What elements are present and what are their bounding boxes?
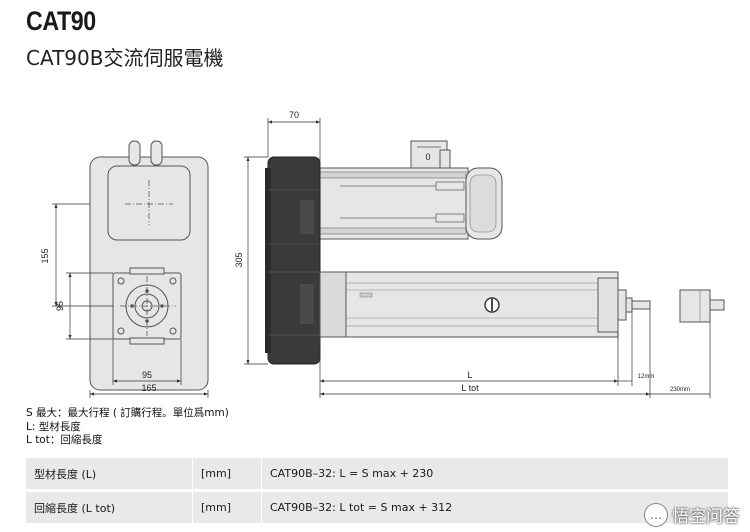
actuator-profile xyxy=(319,271,619,338)
page-title: CAT90 xyxy=(26,6,96,36)
note-line: S 最大：最大行程 ( 訂購行程。單位爲mm) xyxy=(26,407,229,419)
note-line: L tot：回縮長度 xyxy=(26,434,103,446)
dim-L-label: L xyxy=(467,370,472,380)
dim-305-label: 305 xyxy=(234,252,244,267)
dim-70-label: 70 xyxy=(289,110,299,120)
dim-155-label: 155 xyxy=(40,248,50,263)
table-row: 回縮長度 (L tot) [mm] CAT90B–32: L tot = S m… xyxy=(26,492,728,523)
dim-230mm-label: 230mm xyxy=(670,387,690,393)
watermark: … 悟空问答 xyxy=(644,502,740,527)
dim-L-tot-label: L tot xyxy=(461,383,479,393)
spec-unit-cell: [mm] xyxy=(193,458,262,489)
technical-drawing: 155 95 95 165 0 xyxy=(40,110,725,398)
spec-unit-cell: [mm] xyxy=(193,492,262,523)
spec-name-cell: 回縮長度 (L tot) xyxy=(26,492,193,523)
piston-rod xyxy=(631,300,651,310)
dim-95-horizontal-label: 95 xyxy=(142,370,152,380)
page-subtitle: CAT90B交流伺服電機 xyxy=(26,46,224,70)
notes-legend: S 最大：最大行程 ( 訂購行程。單位爲mm) L: 型材長度 L tot：回縮… xyxy=(26,407,229,448)
gear-housing xyxy=(267,156,321,365)
connector-label: 0 xyxy=(425,152,430,162)
side-view-dimensions xyxy=(244,118,711,398)
dim-165-label: 165 xyxy=(141,383,156,393)
connector-fin-left xyxy=(128,140,141,166)
note-line: L: 型材長度 xyxy=(26,420,81,433)
spec-name-cell: 型材長度 (L) xyxy=(26,458,193,489)
table-row: 型材長度 (L) [mm] CAT90B–32: L = S max + 230 xyxy=(26,458,728,489)
side-view: 0 xyxy=(265,140,725,365)
spec-table: 型材長度 (L) [mm] CAT90B–32: L = S max + 230… xyxy=(26,455,728,526)
front-view xyxy=(89,140,209,391)
watermark-text: 悟空问答 xyxy=(672,507,740,527)
dim-95-vertical-label: 95 xyxy=(55,301,65,311)
rod-end-flange xyxy=(617,289,627,321)
front-view-dimensions xyxy=(52,203,209,398)
extended-rod-end xyxy=(679,289,711,323)
chat-bubble-icon: … xyxy=(644,502,668,527)
spec-formula-cell: CAT90B–32: L = S max + 230 xyxy=(262,458,728,489)
connector-fin-right xyxy=(150,140,163,166)
dim-12mm-label: 12mm xyxy=(638,374,655,380)
